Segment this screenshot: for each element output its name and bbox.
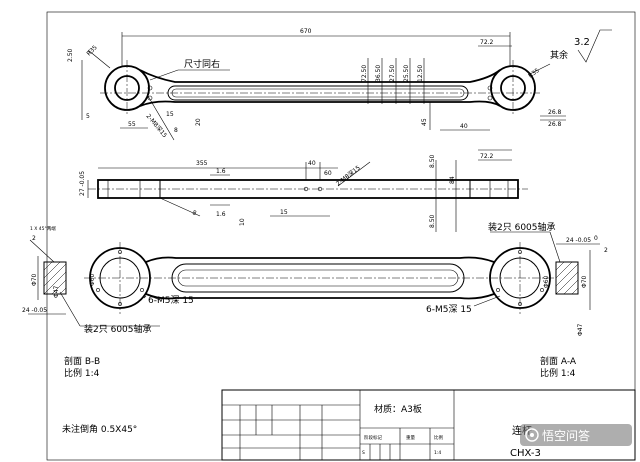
dim-26-8-b: 26.8	[548, 121, 562, 128]
dim-60-side: 60	[324, 170, 332, 177]
side-view: 355 40 60 2-M8深15 84 8 1.6 1.6 10 15 8.5…	[79, 154, 528, 232]
bearing-note-left: 装2只 6005轴承	[84, 323, 152, 335]
dim-2-right: 2	[604, 247, 608, 254]
dim-8-50-top: 8.50	[429, 154, 436, 168]
dim-72-50: 72.50	[361, 65, 368, 82]
dim-2-50: 2.50	[67, 48, 74, 62]
dim-2-left: 2	[32, 235, 36, 242]
top-view: 670 72.2 72.2 2.50 5 55 R35 R35 72.50 36…	[67, 28, 566, 161]
dim-40-top: 40	[460, 123, 468, 130]
dim-45: 45	[421, 118, 428, 126]
dim-phi60-right: Φ60	[543, 275, 550, 288]
drawing-number: CHX-3	[510, 448, 541, 459]
section-aa-label: 剖面 A-A	[540, 355, 577, 367]
material-label: 材质：A3板	[374, 403, 422, 415]
surface-roughness-value: 3.2	[574, 37, 590, 48]
dim-24-right: 24 -0.05	[566, 237, 591, 244]
note-same-size: 尺寸同右	[184, 58, 220, 70]
cell-s: S	[362, 450, 365, 456]
dim-8-top: 8	[174, 127, 178, 134]
dim-25-50: 25.50	[403, 65, 410, 82]
dim-355: 355	[196, 160, 208, 167]
dim-2-m8-side: 2-M8深15	[334, 164, 362, 188]
weight-label: 重量	[406, 434, 415, 441]
dim-72-2-top: 72.2	[480, 39, 494, 46]
section-bb-scale: 比例 1:4	[64, 367, 100, 379]
dim-20: 20	[195, 118, 202, 126]
section-bb-label: 剖面 B-B	[64, 355, 100, 367]
dim-phi47-right: Φ47	[577, 323, 584, 336]
dim-40-side: 40	[308, 160, 316, 167]
chamfer-general-note: 未注倒角 0.5X45°	[62, 423, 137, 435]
scale-label: 比例	[434, 434, 443, 441]
dim-26-8-a: 26.8	[548, 109, 562, 116]
dim-phi70-left: Φ70	[31, 273, 38, 286]
dim-1-6-bottom: 1.6	[216, 211, 226, 218]
dim-15-top: 15	[166, 111, 174, 118]
bearing-note-right: 装2只 6005轴承	[488, 221, 556, 233]
surface-roughness-label: 其余	[550, 49, 568, 61]
dim-8-side: 8	[191, 209, 197, 217]
dim-phi70-right: Φ70	[581, 275, 588, 288]
dim-phi60-left: Φ60	[89, 273, 96, 286]
dim-phi47-left: Φ47	[53, 285, 60, 298]
m5-note-right: 6-M5深 15	[426, 304, 472, 315]
dim-10: 10	[239, 218, 246, 226]
dim-12-50: 12.50	[417, 65, 424, 82]
dim-15-side: 15	[280, 209, 288, 216]
dim-1-6-top: 1.6	[216, 168, 226, 175]
dim-8-50-bottom: 8.50	[429, 214, 436, 228]
dim-84: 84	[449, 176, 456, 184]
surface-finish-symbol: 3.2 其余	[550, 29, 612, 63]
dim-670: 670	[300, 28, 312, 35]
title-block: 材质：A3板 阶段标记 重量 比例 1:4 S 连杆 CHX-3	[221, 389, 636, 461]
dim-36-50: 36.50	[375, 65, 382, 82]
dim-5: 5	[86, 113, 90, 120]
dim-r35-left: R35	[85, 44, 98, 57]
scale-value: 1:4	[434, 450, 441, 456]
dim-55: 55	[128, 121, 136, 128]
m5-note-left: 6-M5深 15	[148, 295, 194, 306]
stage-mark-label: 阶段标记	[364, 434, 382, 441]
dim-72-2-bottom: 72.2	[480, 153, 494, 160]
section-aa-scale: 比例 1:4	[540, 367, 576, 379]
section-view: 1 X 45°两端 装2只 6005轴承 装2只 6005轴承 6-M5深 15…	[22, 221, 608, 336]
dim-r35-right: R35	[527, 67, 541, 80]
dim-27-50: 27.50	[389, 65, 396, 82]
dim-0-right: 0	[594, 235, 598, 242]
dim-24-left: 24 -0.05	[22, 307, 47, 314]
dim-27: 27 -0.05	[79, 171, 86, 196]
watermark: 悟空问答	[520, 424, 632, 446]
chamfer-callout: 1 X 45°两端	[30, 225, 56, 232]
watermark-text: 悟空问答	[542, 428, 590, 443]
